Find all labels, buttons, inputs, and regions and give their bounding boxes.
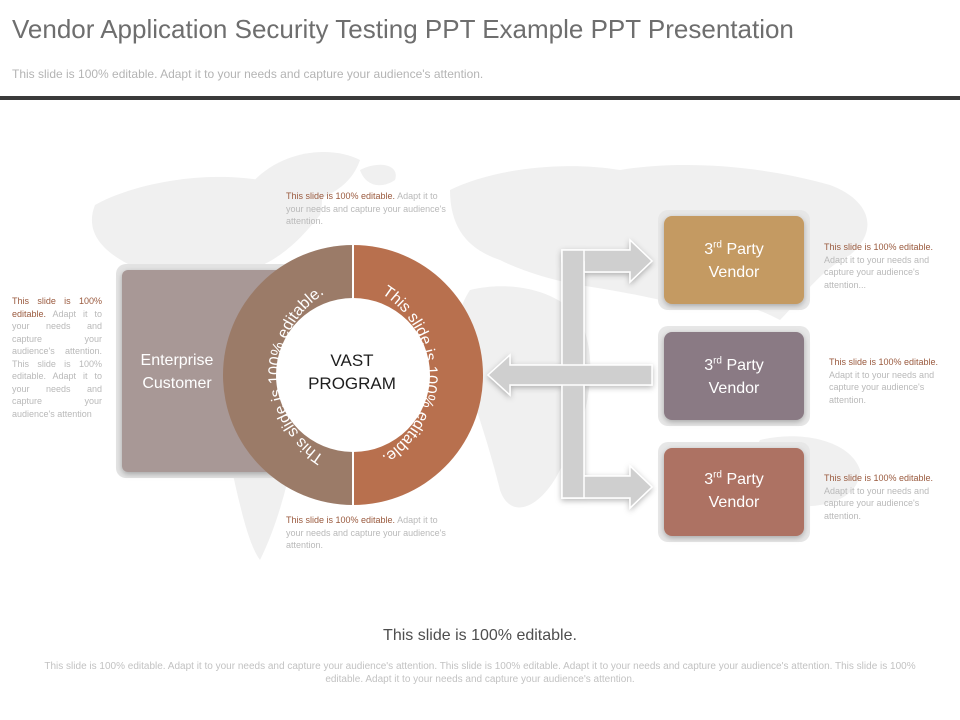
customer-label-line-1: Enterprise [140,352,214,369]
vendor-2-label-line-2: Vendor [708,380,760,397]
note-bottom: This slide is 100% editable. Adapt it to… [286,514,452,552]
vendor-1-box[interactable] [664,216,804,304]
vendor-3-label-line-2: Vendor [708,494,760,511]
note-top: This slide is 100% editable. Adapt it to… [286,190,452,228]
vendor-1-label-sup: rd [713,239,722,251]
vendor-3-label-sup: rd [713,469,722,481]
connector-arrows [486,238,654,510]
note-vendor-3-bold: This slide is 100% editable. [824,473,934,483]
customer-label: Enterprise Customer [118,349,236,395]
vendor-2-label: 3rd Party Vendor [664,354,804,400]
footer-text: This slide is 100% editable. Adapt it to… [44,661,916,685]
slide-subtitle: This slide is 100% editable. Adapt it to… [12,67,484,81]
vendor-2-label-sup: rd [713,355,722,367]
note-vendor-3-text: Adapt it to your needs and capture your … [824,485,930,521]
center-label-line-2: PROGRAM [308,374,396,393]
note-vendor-1: This slide is 100% editable. Adapt it to… [824,241,944,291]
vendor-3-box[interactable] [664,448,804,536]
customer-label-line-2: Customer [142,375,212,392]
note-top-text: Adapt it to your needs and capture your … [286,191,446,226]
note-left-bold: This slide is 100% editable. [12,296,102,319]
note-vendor-2: This slide is 100% editable. Adapt it to… [829,356,949,406]
note-left: This slide is 100% editable. Adapt it to… [12,295,102,420]
vendor-2-label-number: 3 [704,357,714,374]
note-vendor-2-bold: This slide is 100% editable. [829,357,939,367]
note-bottom-text: Adapt it to your needs and capture your … [286,515,446,550]
footer-title: This slide is 100% editable. [383,627,577,644]
note-top-bold: This slide is 100% editable. [286,191,396,201]
note-left-text: Adapt it to your needs and capture your … [12,308,102,419]
note-vendor-2-text: Adapt it to your needs and capture your … [829,369,935,405]
center-label: VAST PROGRAM [292,349,412,395]
vendor-3-label: 3rd Party Vendor [664,468,804,514]
arrow-bidirectional-center [486,353,653,397]
vendor-1-label: 3rd Party Vendor [664,238,804,284]
note-vendor-1-bold: This slide is 100% editable. [824,242,934,252]
vendor-1-label-number: 3 [704,241,714,258]
center-label-line-1: VAST [330,351,374,370]
title-divider [0,96,960,100]
vendor-2-box[interactable] [664,332,804,420]
slide-title: Vendor Application Security Testing PPT … [12,14,794,44]
note-vendor-3: This slide is 100% editable. Adapt it to… [824,472,944,522]
vendor-3-label-number: 3 [704,471,714,488]
vendor-3-label-word: Party [722,471,764,488]
vendor-2-label-word: Party [722,357,764,374]
note-vendor-1-text: Adapt it to your needs and capture your … [824,254,930,290]
note-bottom-bold: This slide is 100% editable. [286,515,396,525]
vendor-1-label-word: Party [722,241,764,258]
vendor-1-label-line-2: Vendor [708,264,760,281]
ring-center[interactable] [276,298,430,452]
